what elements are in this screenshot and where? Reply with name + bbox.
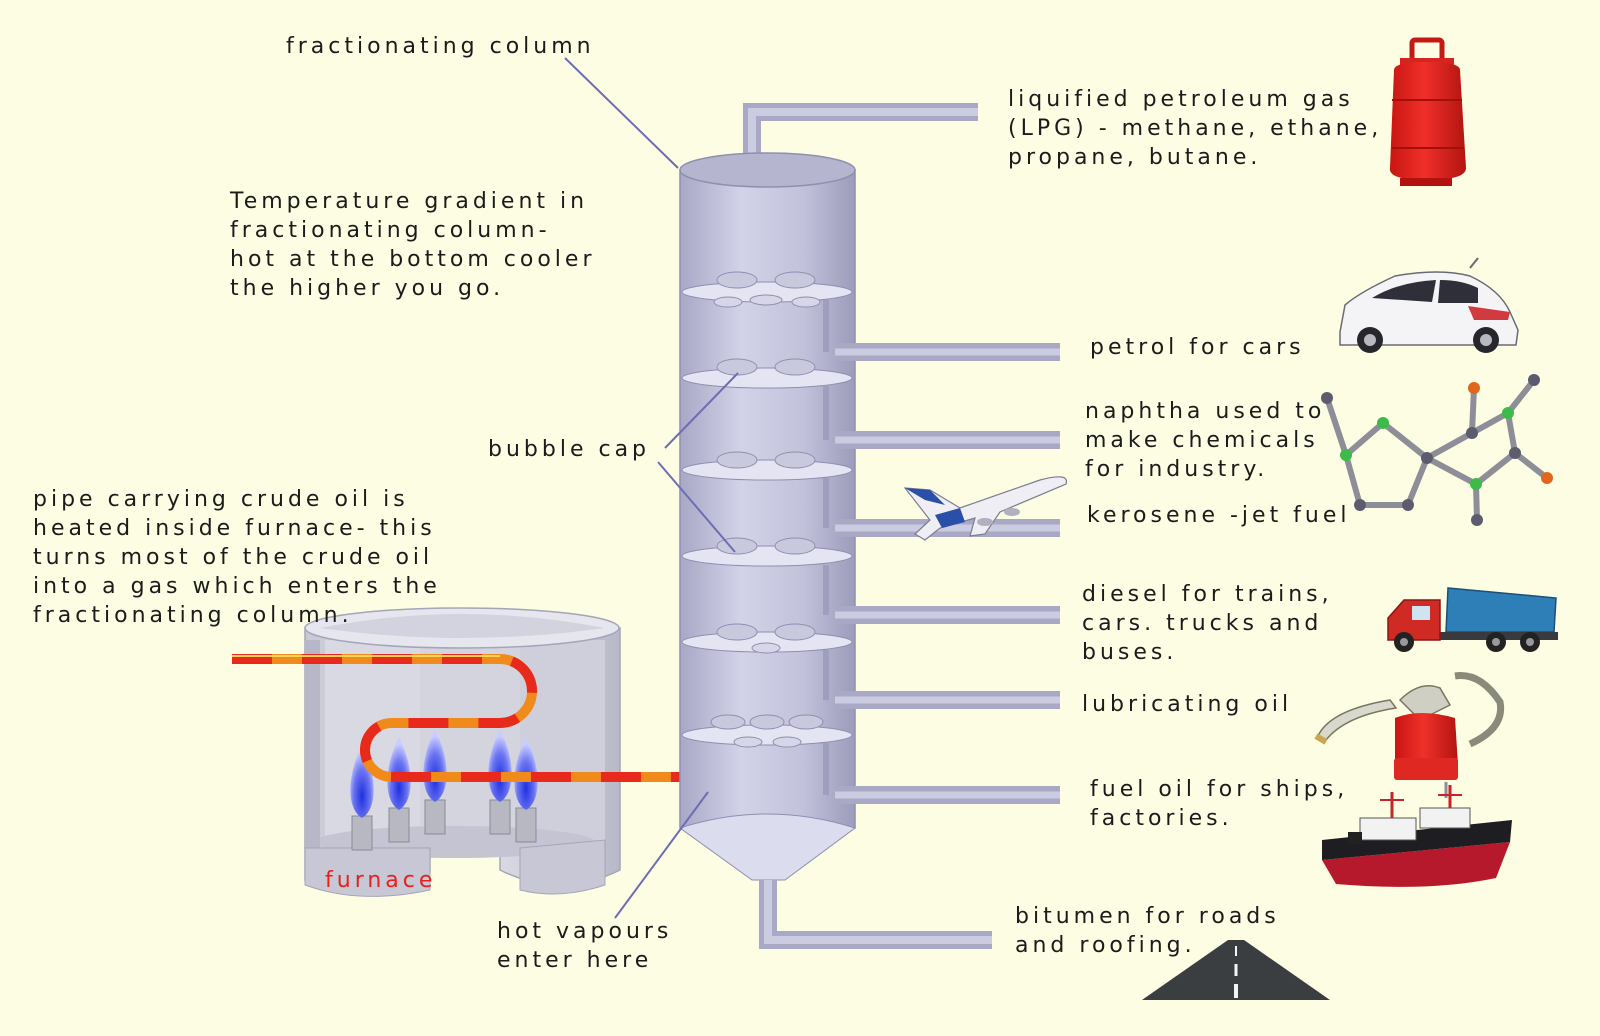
road-icon bbox=[1142, 940, 1330, 1000]
lpg-line: propane, butane. bbox=[1008, 145, 1262, 170]
pipe-description-line: pipe carrying crude oil is bbox=[33, 487, 409, 512]
kerosene-line: kerosene -jet fuel bbox=[1087, 503, 1351, 528]
fuel-oil-line: fuel oil for ships, bbox=[1090, 777, 1349, 802]
petrol-line: petrol for cars bbox=[1090, 335, 1305, 360]
tray-6 bbox=[681, 714, 853, 748]
naphtha-label: naphtha used to make chemicals for indus… bbox=[1085, 397, 1325, 484]
pipe-description-line: into a gas which enters the bbox=[33, 574, 441, 599]
lpg-line: (LPG) - methane, ethane, bbox=[1008, 116, 1383, 141]
diesel-line: diesel for trains, bbox=[1082, 582, 1333, 607]
temperature-gradient-line: fractionating column- bbox=[230, 218, 551, 243]
petrol-label: petrol for cars bbox=[1090, 333, 1305, 362]
outlet-pipes bbox=[835, 343, 1060, 804]
truck-icon bbox=[1387, 587, 1558, 652]
tray-2 bbox=[681, 358, 853, 389]
naphtha-line: make chemicals bbox=[1085, 428, 1319, 453]
fractionating-column-label: fractionating column bbox=[286, 34, 595, 59]
temperature-gradient-note: Temperature gradient in fractionating co… bbox=[230, 187, 596, 303]
temperature-gradient-line: hot at the bottom cooler bbox=[230, 247, 596, 272]
oil-can-icon bbox=[1314, 672, 1505, 798]
pipe-description: pipe carrying crude oil is heated inside… bbox=[33, 485, 441, 630]
burners bbox=[351, 799, 537, 851]
crude-oil-pipe bbox=[232, 654, 680, 782]
molecule-icon bbox=[1321, 374, 1553, 526]
tray-1 bbox=[681, 271, 853, 308]
pipe-description-line: heated inside furnace- this bbox=[33, 516, 436, 541]
fuel-oil-label: fuel oil for ships, factories. bbox=[1090, 775, 1348, 833]
ship-icon bbox=[1322, 785, 1512, 887]
gas-cylinder-icon bbox=[1389, 37, 1466, 186]
tray-5 bbox=[681, 623, 853, 654]
pipe-description-line: turns most of the crude oil bbox=[33, 545, 434, 570]
diesel-label: diesel for trains, cars. trucks and buse… bbox=[1082, 580, 1333, 667]
fractionating-column bbox=[678, 103, 1060, 949]
lubricating-oil-label: lubricating oil bbox=[1082, 690, 1292, 719]
bitumen-line: and roofing. bbox=[1015, 933, 1196, 958]
fuel-oil-line: factories. bbox=[1090, 806, 1233, 831]
hot-vapours-line: enter here bbox=[497, 948, 653, 973]
car-icon bbox=[1339, 257, 1519, 353]
bitumen-label: bitumen for roads and roofing. bbox=[1015, 902, 1280, 960]
bitumen-line: bitumen for roads bbox=[1015, 904, 1280, 929]
lpg-line: liquified petroleum gas bbox=[1008, 87, 1354, 112]
lpg-label: liquified petroleum gas (LPG) - methane,… bbox=[1008, 85, 1382, 172]
leader-lines bbox=[564, 57, 739, 919]
pipe-description-line: fractionating column. bbox=[33, 603, 353, 628]
temperature-gradient-line: the higher you go. bbox=[230, 276, 505, 301]
airplane-icon bbox=[903, 476, 1068, 541]
furnace-label: furnace bbox=[325, 868, 437, 893]
temperature-gradient-line: Temperature gradient in bbox=[230, 189, 589, 214]
kerosene-label: kerosene -jet fuel bbox=[1087, 501, 1351, 530]
hot-vapours-label: hot vapours enter here bbox=[497, 917, 672, 975]
naphtha-line: for industry. bbox=[1085, 457, 1269, 482]
bubble-cap-label: bubble cap bbox=[488, 437, 651, 462]
hot-vapours-line: hot vapours bbox=[497, 919, 673, 944]
naphtha-line: naphtha used to bbox=[1085, 399, 1326, 424]
diesel-line: cars. trucks and bbox=[1082, 611, 1323, 636]
diesel-line: buses. bbox=[1082, 640, 1178, 665]
lubricating-oil-line: lubricating oil bbox=[1082, 692, 1293, 717]
furnace bbox=[232, 607, 680, 897]
tray-3 bbox=[681, 451, 853, 481]
